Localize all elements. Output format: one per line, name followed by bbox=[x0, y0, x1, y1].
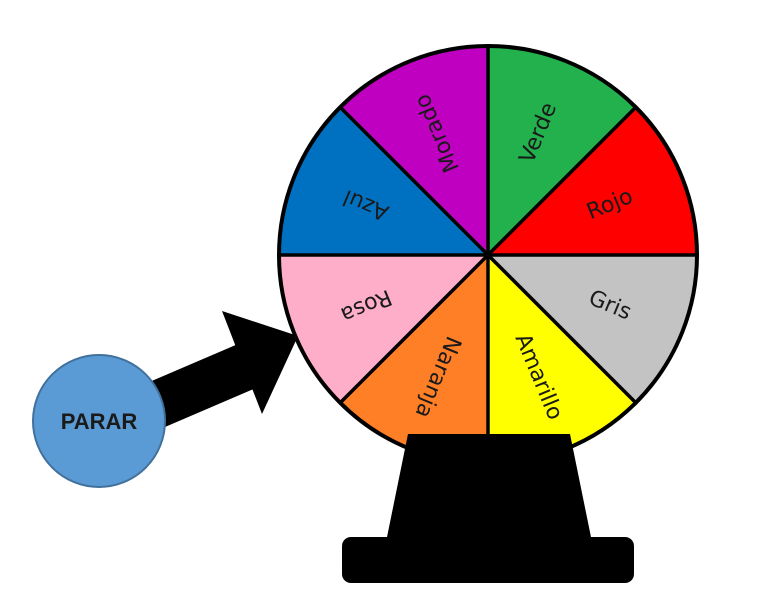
wheel-segment-amarillo bbox=[488, 255, 636, 464]
wheel-segment-naranja bbox=[340, 255, 488, 464]
wheel-divider-line bbox=[486, 105, 638, 257]
pointer-arrow bbox=[147, 311, 298, 427]
wheel-segment-verde bbox=[488, 46, 636, 255]
wheel-divider-line bbox=[486, 253, 638, 405]
wheel-segment-morado bbox=[340, 46, 488, 255]
spin-wheel[interactable]: VerdeRojoGrisAmarilloNaranjaRosaAzulMora… bbox=[277, 44, 699, 466]
stop-button[interactable]: PARAR bbox=[32, 354, 166, 488]
wheel-segment-rojo bbox=[488, 107, 697, 255]
wheel-stand bbox=[342, 434, 634, 583]
wheel-divider-lines bbox=[279, 46, 697, 464]
wheel-segments bbox=[279, 46, 697, 464]
wheel-divider-line bbox=[338, 253, 490, 405]
wheel-stand-neck bbox=[386, 434, 592, 542]
wheel-segment-azul bbox=[279, 107, 488, 255]
wheel-segment-rosa bbox=[279, 255, 488, 403]
wheel-segment-gris bbox=[488, 255, 697, 403]
stop-button-label[interactable]: PARAR bbox=[61, 409, 138, 434]
wheel-stand-base bbox=[342, 537, 634, 583]
pointer-arrow-shaft bbox=[147, 341, 263, 427]
pointer-arrow-head bbox=[222, 311, 298, 414]
wheel-divider-line bbox=[338, 105, 490, 257]
stop-button-circle[interactable] bbox=[32, 354, 166, 488]
